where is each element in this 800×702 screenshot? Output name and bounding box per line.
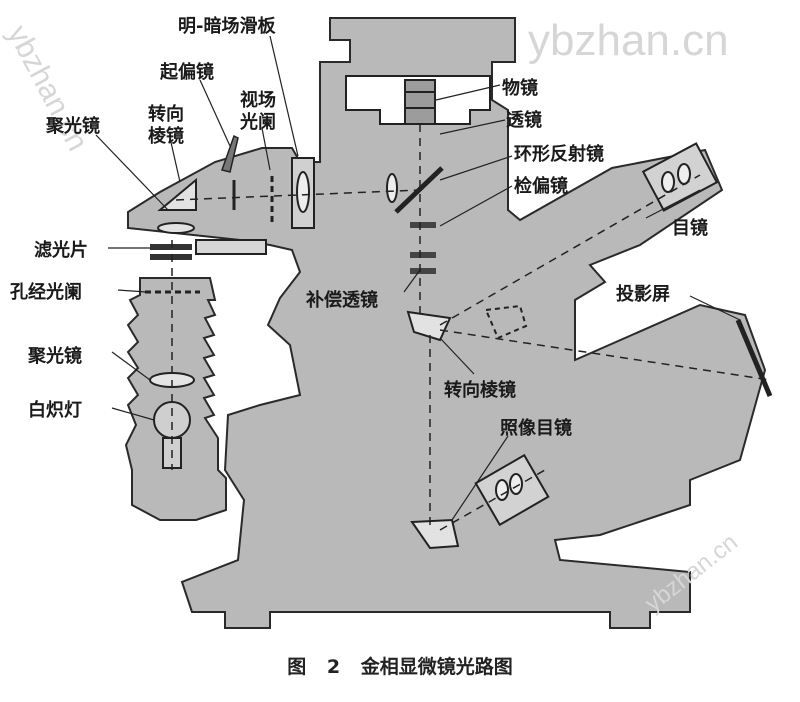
label-incandescent-lamp: 白炽灯 — [28, 400, 82, 421]
condenser-prism-top — [157, 177, 197, 211]
photo-eyepiece-lens-2 — [509, 473, 523, 495]
label-turning-prism-top-2: 棱镜 — [148, 126, 184, 147]
label-eyepiece: 目镜 — [672, 218, 708, 239]
label-turning-prism-top-1: 转向 — [148, 104, 184, 125]
tube-lens — [386, 173, 398, 203]
incandescent-bulb — [153, 401, 191, 439]
label-filter: 滤光片 — [34, 240, 88, 261]
compensating-lens-1 — [410, 252, 436, 258]
label-projection-screen: 投影屏 — [616, 284, 670, 305]
dashed-prism-position — [484, 304, 528, 340]
label-condenser-top: 聚光镜 — [46, 116, 100, 137]
turning-prism-middle — [406, 310, 452, 342]
compensating-lens-2 — [410, 268, 436, 274]
filter-holder — [195, 239, 267, 255]
label-lens: 透镜 — [506, 110, 542, 131]
optical-path — [171, 124, 771, 531]
figure-number: 图 2 — [287, 656, 341, 678]
eyepiece-lens-1 — [661, 171, 675, 193]
label-turning-prism-lower: 转向棱镜 — [444, 380, 516, 401]
label-compensating-lens: 补偿透镜 — [306, 290, 378, 311]
slider-lens — [296, 171, 310, 213]
figure-caption: 图 2 金相显微镜光路图 — [0, 652, 800, 679]
objective-lens — [404, 79, 436, 125]
photo-eyepiece-lens-1 — [495, 479, 509, 501]
figure-title: 金相显微镜光路图 — [360, 656, 513, 678]
label-polarizer: 起偏镜 — [160, 62, 214, 83]
label-ring-mirror: 环形反射镜 — [514, 144, 604, 165]
label-analyzer: 检偏镜 — [514, 176, 568, 197]
filter-1 — [150, 244, 192, 250]
leader-lines — [95, 35, 741, 521]
polarizer-knob — [221, 134, 239, 173]
analyzer — [410, 222, 436, 228]
condenser-lens-top — [157, 222, 195, 234]
label-photo-eyepiece: 照像目镜 — [500, 418, 572, 439]
label-slider: 明-暗场滑板 — [178, 16, 276, 37]
projection-screen — [735, 319, 773, 397]
watermark-top-right: ybzhan.cn — [528, 16, 729, 65]
label-field-stop-2: 光阑 — [240, 112, 276, 133]
label-field-stop-1: 视场 — [240, 90, 276, 111]
lamp-housing — [124, 277, 227, 521]
filter-2 — [150, 254, 192, 260]
label-objective: 物镜 — [502, 78, 538, 99]
label-aperture-stop: 孔经光阑 — [10, 282, 82, 303]
label-condenser-lamp: 聚光镜 — [28, 346, 82, 367]
